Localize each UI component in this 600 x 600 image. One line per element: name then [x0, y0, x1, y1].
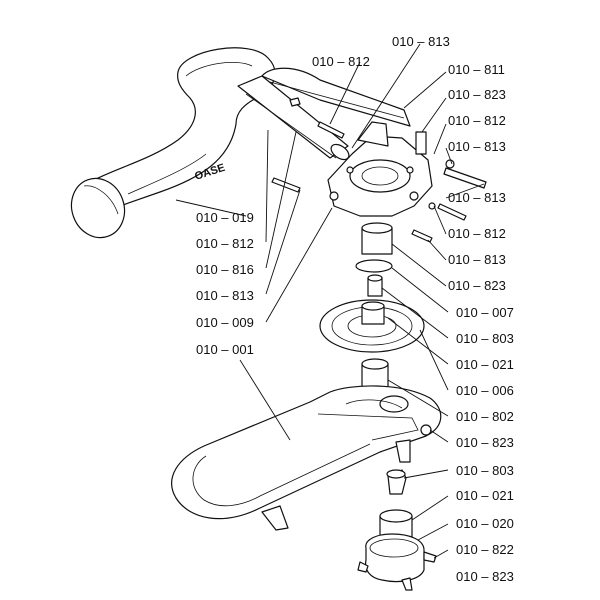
label-right-3: 010 – 812 — [448, 113, 506, 128]
label-left-2: 010 – 812 — [196, 236, 254, 251]
label-right-11: 010 – 021 — [456, 357, 514, 372]
right-labels: 010 – 811 010 – 823 010 – 812 010 – 813 … — [448, 62, 514, 584]
label-right-18: 010 – 822 — [456, 542, 514, 557]
leader-lines — [175, 43, 485, 559]
label-right-14: 010 – 823 — [456, 435, 514, 450]
valve-stem — [355, 222, 393, 297]
label-right-4: 010 – 813 — [448, 139, 506, 154]
label-right-9: 010 – 007 — [456, 305, 514, 320]
label-right-8: 010 – 823 — [448, 278, 506, 293]
label-top-1: 010 – 812 — [312, 54, 370, 69]
label-left-5: 010 – 009 — [196, 315, 254, 330]
label-left-6: 010 – 001 — [196, 342, 254, 357]
label-left-1: 010 – 019 — [196, 210, 254, 225]
top-labels: 010 – 812 010 – 813 — [312, 34, 450, 69]
label-right-5: 010 – 813 — [448, 190, 506, 205]
left-labels: 010 – 019 010 – 812 010 – 816 010 – 813 … — [196, 210, 254, 357]
label-left-4: 010 – 813 — [196, 288, 254, 303]
small-pins — [271, 97, 487, 243]
lower-valve — [357, 469, 437, 591]
label-right-7: 010 – 813 — [448, 252, 506, 267]
cylinder-part — [361, 358, 389, 391]
disc-gasket — [319, 299, 425, 353]
label-left-3: 010 – 816 — [196, 262, 254, 277]
label-right-13: 010 – 802 — [456, 409, 514, 424]
handle-part: OASE — [70, 47, 276, 239]
label-right-15: 010 – 803 — [456, 463, 514, 478]
top-housing — [327, 121, 433, 217]
label-right-16: 010 – 021 — [456, 488, 514, 503]
label-right-10: 010 – 803 — [456, 331, 514, 346]
rod-part — [237, 67, 411, 161]
label-right-19: 010 – 823 — [456, 569, 514, 584]
label-top-2: 010 – 813 — [392, 34, 450, 49]
label-right-17: 010 – 020 — [456, 516, 514, 531]
base-tray — [171, 385, 442, 531]
label-right-12: 010 – 006 — [456, 383, 514, 398]
label-right-1: 010 – 811 — [448, 62, 505, 77]
label-right-6: 010 – 812 — [448, 226, 506, 241]
label-right-2: 010 – 823 — [448, 87, 506, 102]
